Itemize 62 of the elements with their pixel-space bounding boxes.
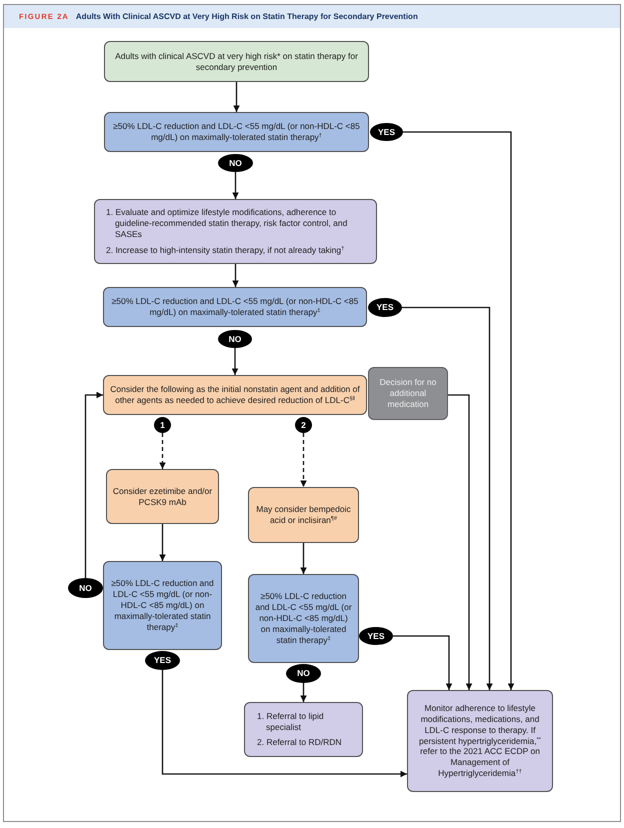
list-item-text: 2. Increase to high-intensity statin therapy, if not already taking$^{†}$ <box>106 244 346 256</box>
answer-text: YES <box>154 655 171 666</box>
node-text: Consider ezetimibe and/or PCSK9 mAb <box>112 486 213 508</box>
answer-oval <box>286 664 321 683</box>
node-text: ≥50% LDL-C reduction and LDL-C <55 mg/dL (or non-HDL-C <85 mg/dL) on maximally-tolerated statin therapy$^{‡}$ <box>254 591 353 646</box>
decision-box <box>104 112 369 152</box>
node-text: ≥50% LDL-C reduction and LDL-C <55 mg/dL (or non-HDL-C <85 mg/dL) on maximally-tolerated statin therapy$^{‡}$ <box>110 296 360 318</box>
option-box <box>248 487 359 543</box>
arrow <box>300 543 307 574</box>
list-item-text: 2. Referral to RD/RDN <box>257 737 343 748</box>
start-box <box>104 41 369 82</box>
dashed-arrow <box>159 433 166 469</box>
arrow <box>402 306 493 690</box>
node-text: ≥50% LDL-C reduction and LDL-C <55 mg/dL (or non-HDL-C <85 mg/dL) on maximally-tolerated statin therapy$^{†}$ <box>112 121 361 143</box>
decision-box <box>103 561 222 650</box>
option-box <box>103 375 367 415</box>
answer-text: NO <box>229 158 242 168</box>
node-text: Monitor adherence to lifestyle modifications, medications, and LDL-C response to therapy. If persistent hypertriglyceridemia,$^{**}$ refer to the 2021 ACC ECDP on Management of Hypertriglyceridemia$^{††}$ <box>418 702 542 780</box>
arrow <box>162 670 407 778</box>
step-number-circle <box>295 417 312 433</box>
answer-oval <box>359 627 393 645</box>
node-text: Adults with clinical ASCVD at very high risk* on statin therapy for secondary prevention <box>114 50 359 72</box>
figure-title: Adults With Clinical ASCVD at Very High Risk on Statin Therapy for Secondary Prevention <box>76 12 418 21</box>
arrow <box>300 683 307 702</box>
answer-oval <box>368 298 402 317</box>
answer-text: YES <box>376 302 394 313</box>
stop-box <box>368 367 448 420</box>
step-number: 2 <box>301 420 306 430</box>
answer-text: NO <box>297 668 310 679</box>
dashed-arrow <box>300 433 307 487</box>
list-item-text: 1. Evaluate and optimize lifestyle modifications, adherence to guideline-recommended statin therapy, risk factor control, and SASEs <box>106 207 348 240</box>
list-item-text: 1. Referral to lipid specialist <box>257 710 325 732</box>
answer-oval <box>145 651 180 670</box>
decision-box <box>103 287 367 327</box>
answer-text: YES <box>367 630 384 642</box>
step-number-circle <box>154 417 171 433</box>
decision-box <box>248 574 359 663</box>
answer-oval <box>68 578 103 598</box>
arrow <box>232 264 239 287</box>
answer-text: NO <box>79 582 92 594</box>
arrow <box>84 392 103 578</box>
arrow <box>448 394 472 690</box>
answer-oval <box>370 123 403 141</box>
arrow <box>403 131 514 690</box>
node-text: Consider the following as the initial nonstatin agent and addition of other agents as needed to achieve desired reduction of LDL-C$^{§‖}$ <box>109 384 361 406</box>
action-box <box>407 690 553 792</box>
action-box <box>244 702 363 757</box>
node-text: Decision for no additional medication <box>378 377 438 410</box>
arrow <box>232 172 239 199</box>
node-text: ≥50% LDL-C reduction and LDL-C <55 mg/dL (or non-HDL-C <85 mg/dL) on maximally-tolerated statin therapy$^{‡}$ <box>110 578 215 633</box>
answer-oval <box>218 330 252 348</box>
answer-text: NO <box>228 334 242 344</box>
node-text: May consider bempedoic acid or inclisiran$^{¶#}$ <box>255 504 352 526</box>
answer-text: YES <box>378 126 395 138</box>
arrow <box>233 82 240 112</box>
action-box <box>94 199 377 264</box>
arrow <box>159 524 166 561</box>
arrow <box>232 348 238 375</box>
answer-oval <box>218 154 253 172</box>
option-box <box>106 469 219 524</box>
arrow <box>393 635 452 690</box>
step-number: 1 <box>160 420 165 430</box>
